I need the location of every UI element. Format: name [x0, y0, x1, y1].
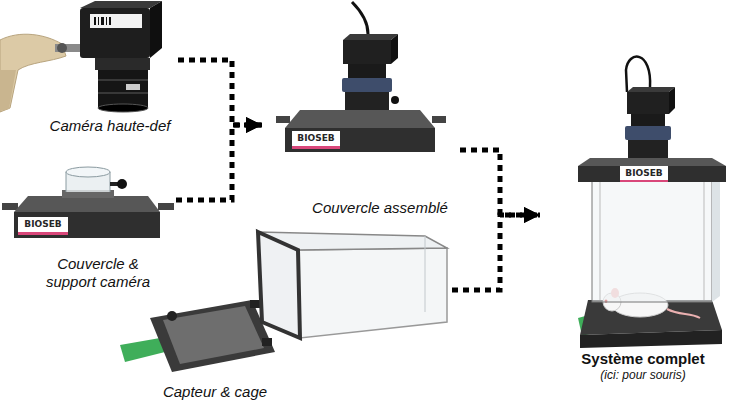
lid-illustration [66, 167, 110, 177]
assembled-lid-illustration [345, 92, 389, 110]
camera-illustration [98, 70, 148, 108]
complete-system-illustration [628, 140, 668, 158]
lid-illustration [14, 196, 160, 212]
camera-illustration [109, 17, 111, 25]
complete-system-illustration [600, 180, 601, 300]
assembled-lid-illustration [292, 131, 340, 146]
camera-illustration [57, 43, 67, 53]
caption-text: Couvercle assemblé [312, 199, 448, 217]
sensor-cage-illustration [258, 232, 300, 338]
complete-system-illustration [620, 180, 668, 182]
camera-illustration [95, 58, 150, 70]
caption-block: Couvercle assemblé [312, 199, 448, 217]
caption-block: Capteur & cage [163, 383, 267, 401]
sensor-cage-illustration [262, 338, 272, 346]
lid-illustration [18, 232, 68, 235]
assembled-lid-illustration [343, 34, 398, 40]
brand-label: BIOSEB [18, 217, 68, 232]
sensor-cage-illustration [120, 232, 447, 372]
component-group: Système complet(ici: pour souris) [540, 48, 748, 394]
assembled-lid-illustration [285, 128, 435, 152]
sensor-cage-illustration [425, 236, 426, 312]
caption-block: Couvercle & support caméra [36, 255, 161, 291]
camera-illustration [55, 44, 83, 52]
caption-block: Système complet(ici: pour souris) [581, 350, 704, 382]
dotted-arrow [176, 125, 262, 200]
assembled-lid-illustration [352, 2, 368, 34]
lid-illustration [2, 203, 18, 210]
camera-illustration [101, 17, 104, 25]
lid-illustration [2, 167, 174, 238]
camera-illustration [98, 92, 148, 94]
camera-illustration [98, 79, 148, 81]
complete-system-illustration [627, 87, 675, 92]
sensor-cage-illustration [163, 306, 264, 364]
assembled-lid-illustration [391, 96, 399, 104]
camera-illustration [0, 70, 16, 111]
component-group: Couvercle assemblé [262, 0, 460, 222]
complete-system-illustration [712, 172, 720, 302]
assembled-lid-illustration [391, 34, 398, 64]
lid-illustration [18, 217, 68, 232]
complete-system-illustration [631, 112, 665, 126]
assembled-lid-illustration [292, 146, 340, 149]
caption-text: Couvercle & support caméra [36, 255, 161, 291]
sensor-cage-illustration [150, 300, 275, 372]
camera-illustration [106, 17, 107, 25]
caption-text: Caméra haute-def [50, 117, 171, 135]
dotted-arrow [460, 150, 540, 215]
complete-system-illustration [578, 158, 726, 166]
caption-block: Caméra haute-def [50, 117, 171, 135]
brand-label: BIOSEB [620, 166, 668, 180]
sensor-cage-illustration [250, 300, 260, 308]
complete-system-illustration [620, 166, 668, 180]
dotted-arrow [178, 60, 262, 125]
lid-illustration [66, 172, 67, 192]
assembled-lid-illustration [348, 62, 386, 78]
camera-illustration [80, 8, 150, 58]
caption-text: (ici: pour souris) [581, 368, 704, 382]
complete-system-illustration [592, 178, 712, 302]
lid-illustration [14, 212, 160, 238]
assembled-lid-illustration [276, 116, 290, 123]
camera-illustration [80, 1, 162, 8]
assembled-lid-illustration [432, 116, 446, 123]
assembled-lid-illustration [276, 2, 446, 152]
camera-illustration [98, 104, 148, 112]
complete-system-illustration [626, 57, 650, 92]
camera-illustration [150, 1, 162, 58]
complete-system-illustration [669, 87, 675, 114]
camera-illustration [0, 1, 162, 112]
component-group: Caméra haute-def [36, 2, 178, 142]
lid-illustration [158, 203, 174, 210]
brand-label: BIOSEB [292, 131, 340, 146]
lid-illustration [117, 179, 127, 189]
caption-text: Capteur & cage [163, 383, 267, 401]
caption-text: Système complet [581, 350, 704, 368]
complete-system-illustration [625, 126, 671, 140]
assembled-lid-illustration [285, 110, 435, 128]
camera-illustration [98, 17, 99, 25]
camera-illustration [126, 84, 140, 90]
complete-system-illustration [667, 309, 700, 318]
sensor-cage-illustration [167, 311, 177, 321]
complete-system-illustration [580, 330, 722, 348]
assembled-lid-illustration [343, 40, 391, 64]
complete-system-illustration [704, 180, 705, 300]
camera-illustration [90, 14, 142, 28]
camera-illustration [94, 17, 96, 25]
complete-system-illustration [578, 166, 726, 182]
assembled-lid-illustration [342, 78, 392, 92]
sensor-cage-illustration [120, 338, 165, 362]
dotted-arrow [452, 215, 540, 290]
component-group: Capteur & cage [112, 228, 452, 406]
complete-system-illustration [578, 57, 726, 348]
complete-system-illustration [627, 92, 669, 114]
